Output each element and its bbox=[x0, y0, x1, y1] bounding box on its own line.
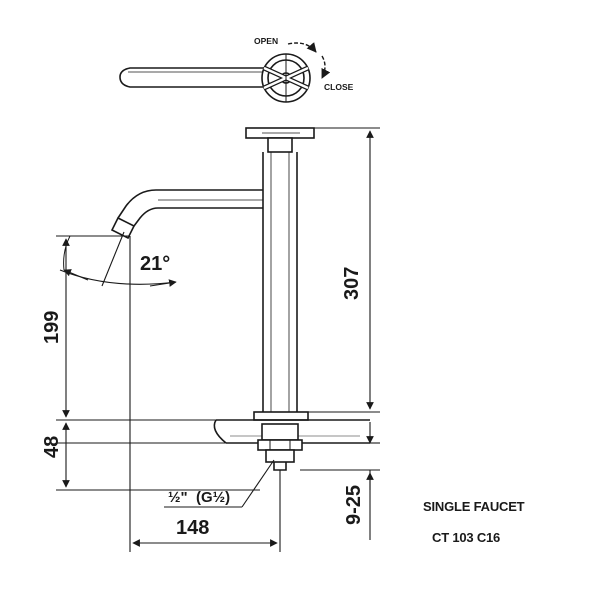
thread-size-label: ½" bbox=[168, 489, 188, 506]
rotation-arrows bbox=[287, 42, 331, 79]
product-title: SINGLE FAUCET bbox=[423, 499, 525, 514]
dimension-199: 199 bbox=[41, 311, 63, 344]
dimension-307: 307 bbox=[341, 267, 363, 300]
product-model-number: CT 103 C16 bbox=[432, 530, 501, 545]
dimension-angle: 21° bbox=[140, 253, 170, 275]
faucet-side-view bbox=[110, 127, 370, 471]
close-label: CLOSE bbox=[324, 82, 354, 92]
top-view-handle bbox=[119, 53, 311, 103]
open-label: OPEN bbox=[254, 36, 278, 46]
dimension-48: 48 bbox=[41, 436, 63, 458]
dimension-9-25: 9-25 bbox=[343, 485, 365, 525]
dimension-lines bbox=[56, 127, 380, 552]
dimension-148: 148 bbox=[176, 517, 209, 539]
thread-spec-label: (G½) bbox=[196, 489, 230, 506]
